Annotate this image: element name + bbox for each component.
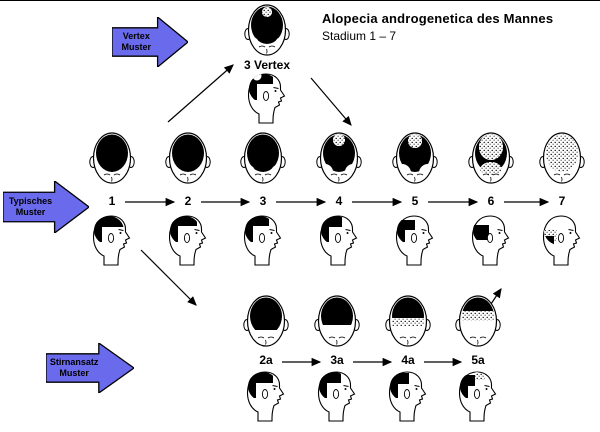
figure-subtitle: Stadium 1 – 7 bbox=[322, 29, 397, 43]
stage-3-side-view bbox=[241, 213, 285, 269]
typical-pattern-arrow: Typisches Muster bbox=[3, 181, 89, 233]
arrow-3vertex-to-stage-4 bbox=[310, 77, 352, 126]
stage-5a-top-view bbox=[454, 292, 502, 350]
stage-6-top-view bbox=[467, 129, 515, 187]
vertex-pattern-arrow-label: Vertex Muster bbox=[112, 17, 161, 67]
stage-4-side-view bbox=[317, 213, 361, 269]
stage-7-top-view bbox=[538, 129, 586, 187]
stage-3-label: 3 bbox=[259, 194, 267, 208]
block-arrow-shape bbox=[46, 343, 134, 393]
stage-5-label: 5 bbox=[411, 194, 419, 208]
stage-5-side-view bbox=[393, 213, 437, 269]
stage-6-side-view bbox=[469, 213, 513, 269]
arrow-stage-2-to-3vertex bbox=[167, 64, 234, 123]
stage-2a-side-view bbox=[244, 369, 288, 425]
stage-4a-label: 4a bbox=[401, 353, 415, 367]
vertex-pattern-label-line2: Muster bbox=[121, 42, 152, 52]
block-arrow-shape bbox=[112, 17, 188, 67]
stage-1-side-view bbox=[90, 213, 134, 269]
stage-7-label: 7 bbox=[558, 194, 566, 208]
stage-1-top-view bbox=[88, 129, 136, 187]
stage-7-side-view bbox=[540, 213, 584, 269]
vertex-pattern-label-line1: Vertex bbox=[122, 31, 150, 42]
frontal-pattern-arrow: Stirnansatz Muster bbox=[46, 343, 134, 393]
stage-4-label: 4 bbox=[335, 194, 343, 208]
stage-3vertex-label: 3 Vertex bbox=[243, 58, 291, 72]
stage-5a-label: 5a bbox=[471, 353, 485, 367]
stage-2-label: 2 bbox=[184, 194, 192, 208]
vertex-pattern-arrow: Vertex Muster bbox=[112, 17, 188, 67]
block-arrow-shape bbox=[3, 181, 89, 233]
stage-5a-side-view bbox=[456, 369, 500, 425]
stage-2-side-view bbox=[166, 213, 210, 269]
stage-3a-label: 3a bbox=[330, 353, 344, 367]
stage-3-top-view bbox=[239, 129, 287, 187]
frontal-pattern-label-line2: Muster bbox=[59, 368, 89, 378]
stage-3vertex-top-view bbox=[243, 1, 291, 59]
title-block: Alopecia androgenetica des Mannes Stadiu… bbox=[322, 11, 553, 43]
stage-3a-top-view bbox=[313, 292, 361, 350]
figure-title: Alopecia androgenetica des Mannes bbox=[322, 11, 554, 26]
arrow-stage-1-to-2a bbox=[140, 249, 197, 306]
stage-1-label: 1 bbox=[108, 194, 116, 208]
stage-4-top-view bbox=[315, 129, 363, 187]
stage-2a-label: 2a bbox=[259, 353, 273, 367]
stage-3a-side-view bbox=[315, 369, 359, 425]
stage-3vertex-side-view bbox=[245, 71, 289, 127]
typical-pattern-label-line2: Muster bbox=[15, 207, 46, 217]
frontal-pattern-label-line1: Stirnansatz bbox=[49, 357, 99, 368]
stage-2a-top-view bbox=[242, 292, 290, 350]
typical-pattern-arrow-label: Typisches Muster bbox=[3, 181, 58, 233]
frontal-pattern-arrow-label: Stirnansatz Muster bbox=[46, 343, 102, 393]
typical-pattern-label-line1: Typisches bbox=[8, 196, 53, 207]
stage-2-top-view bbox=[164, 129, 212, 187]
stage-5-top-view bbox=[391, 129, 439, 187]
stage-4a-side-view bbox=[386, 369, 430, 425]
stage-6-label: 6 bbox=[487, 194, 495, 208]
stage-4a-top-view bbox=[384, 292, 432, 350]
